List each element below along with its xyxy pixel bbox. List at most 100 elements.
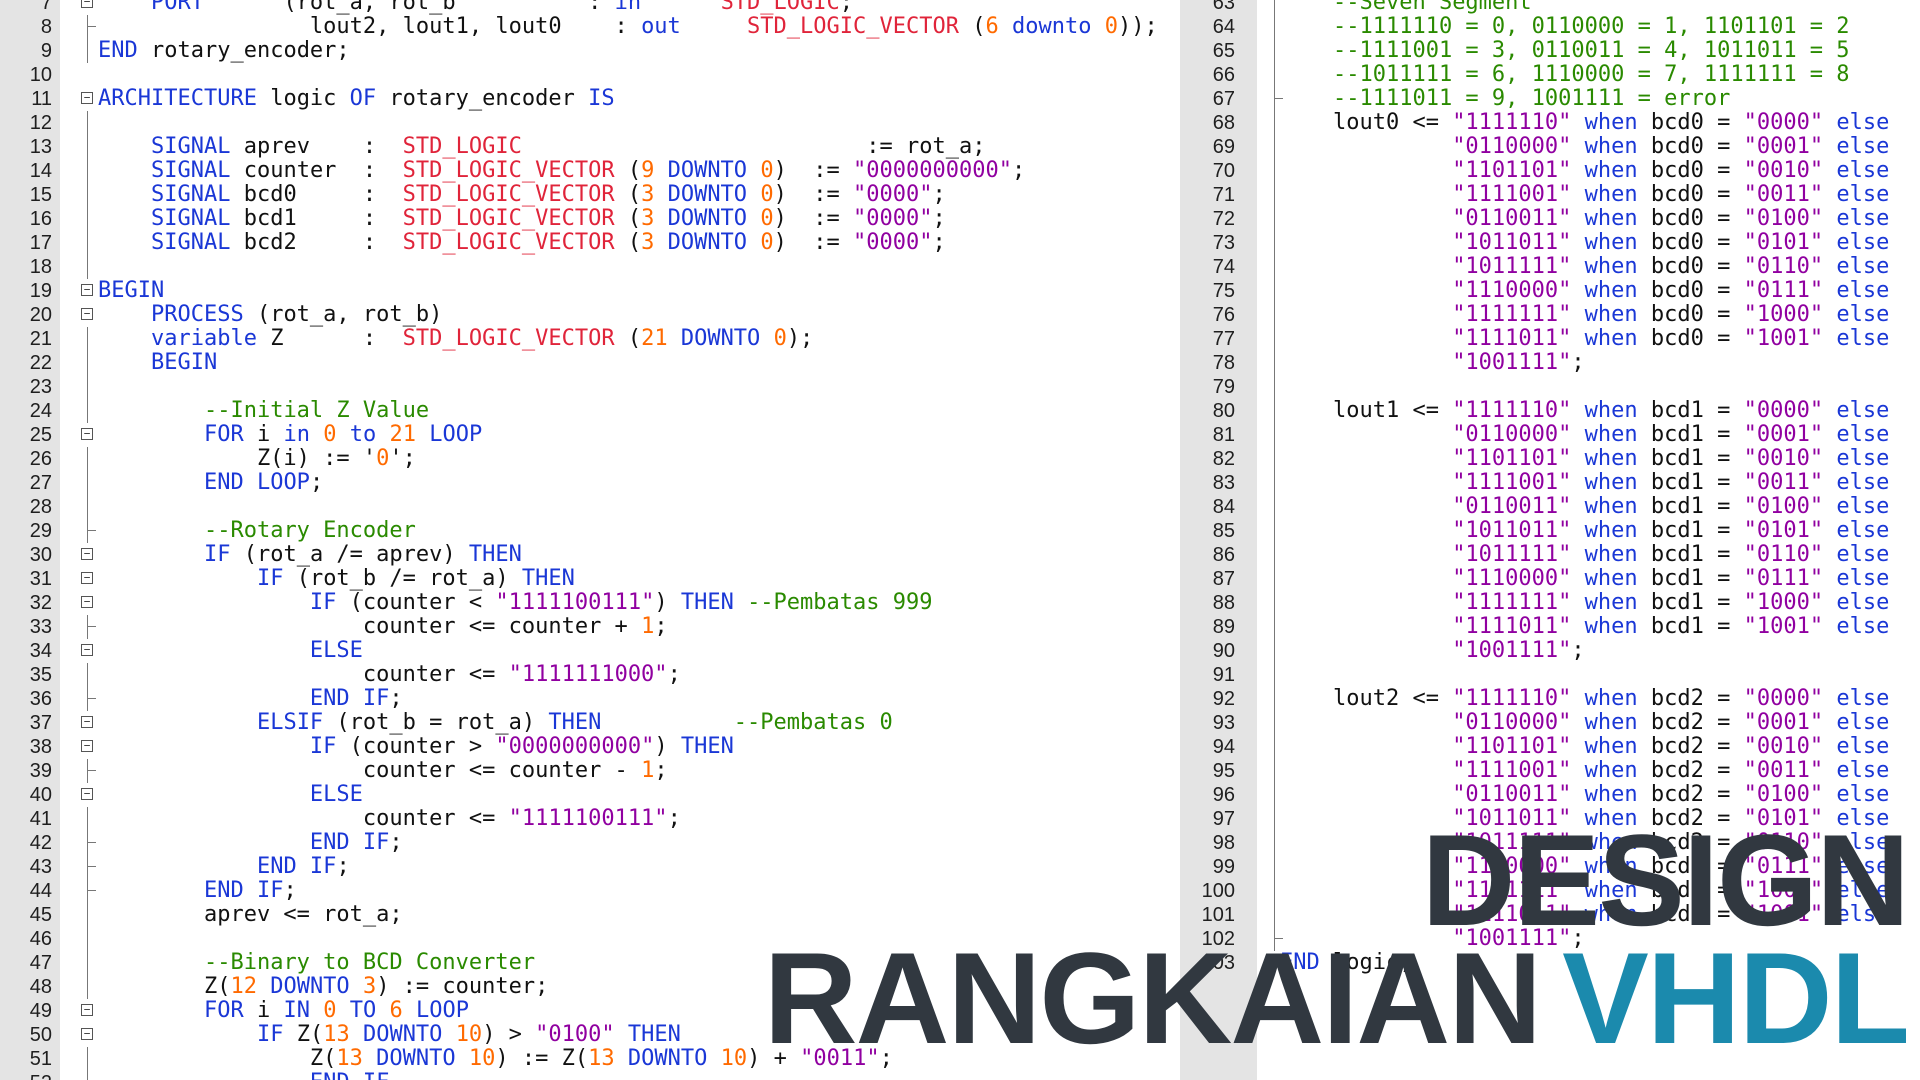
code-line[interactable]: 26 Z(i) := '0';	[0, 447, 1180, 471]
code-line[interactable]: 47 --Binary to BCD Converter	[0, 951, 1180, 975]
code-line[interactable]: 40− ELSE	[0, 783, 1180, 807]
code-line[interactable]: 49− FOR i IN 0 TO 6 LOOP	[0, 999, 1180, 1023]
code-line[interactable]: 11−ARCHITECTURE logic OF rotary_encoder …	[0, 87, 1180, 111]
code-line[interactable]: 72 "0110011" when bcd0 = "0100" else	[1180, 207, 1920, 231]
code-line[interactable]: 88 "1111111" when bcd1 = "1000" else	[1180, 591, 1920, 615]
code-line[interactable]: 67 --1111011 = 9, 1001111 = error	[1180, 87, 1920, 111]
code-line[interactable]: 74 "1011111" when bcd0 = "0110" else	[1180, 255, 1920, 279]
code-line[interactable]: 83 "1111001" when bcd1 = "0011" else	[1180, 471, 1920, 495]
code-line[interactable]: 51 Z(13 DOWNTO 10) := Z(13 DOWNTO 10) + …	[0, 1047, 1180, 1071]
code-line[interactable]: 16 SIGNAL bcd1 : STD_LOGIC_VECTOR (3 DOW…	[0, 207, 1180, 231]
code-line[interactable]: 17 SIGNAL bcd2 : STD_LOGIC_VECTOR (3 DOW…	[0, 231, 1180, 255]
code-line[interactable]: 99 "1110000" when bcd2 = "0111" else	[1180, 855, 1920, 879]
code-line[interactable]: 98 "1011111" when bcd2 = "0110" else	[1180, 831, 1920, 855]
code-line[interactable]: 8 lout2, lout1, lout0 : out STD_LOGIC_VE…	[0, 15, 1180, 39]
code-line[interactable]: 91	[1180, 663, 1920, 687]
code-line[interactable]: 27 END LOOP;	[0, 471, 1180, 495]
code-line[interactable]: 63 --Seven Segment	[1180, 0, 1920, 15]
fold-toggle-icon[interactable]: −	[81, 428, 93, 440]
code-line[interactable]: 22 BEGIN	[0, 351, 1180, 375]
code-line[interactable]: 45 aprev <= rot_a;	[0, 903, 1180, 927]
code-line[interactable]: 77 "1111011" when bcd0 = "1001" else	[1180, 327, 1920, 351]
code-line[interactable]: 12	[0, 111, 1180, 135]
code-line[interactable]: 32− IF (counter < "1111100111") THEN --P…	[0, 591, 1180, 615]
code-line[interactable]: 79	[1180, 375, 1920, 399]
code-line[interactable]: 37− ELSIF (rot_b = rot_a) THEN --Pembata…	[0, 711, 1180, 735]
code-line[interactable]: 64 --1111110 = 0, 0110000 = 1, 1101101 =…	[1180, 15, 1920, 39]
fold-toggle-icon[interactable]: −	[81, 1004, 93, 1016]
code-line[interactable]: 84 "0110011" when bcd1 = "0100" else	[1180, 495, 1920, 519]
code-line[interactable]: 39 counter <= counter - 1;	[0, 759, 1180, 783]
code-line[interactable]: 101 "1111011" when bcd2 = "1001" else	[1180, 903, 1920, 927]
code-line[interactable]: 29 --Rotary Encoder	[0, 519, 1180, 543]
code-line[interactable]: 34− ELSE	[0, 639, 1180, 663]
code-line[interactable]: 20− PROCESS (rot_a, rot_b)	[0, 303, 1180, 327]
fold-toggle-icon[interactable]: −	[81, 0, 93, 8]
code-line[interactable]: 35 counter <= "1111111000";	[0, 663, 1180, 687]
code-line[interactable]: 90 "1001111";	[1180, 639, 1920, 663]
code-line[interactable]: 89 "1111011" when bcd1 = "1001" else	[1180, 615, 1920, 639]
fold-toggle-icon[interactable]: −	[81, 716, 93, 728]
code-line[interactable]: 78 "1001111";	[1180, 351, 1920, 375]
code-line[interactable]: 93 "0110000" when bcd2 = "0001" else	[1180, 711, 1920, 735]
code-line[interactable]: 76 "1111111" when bcd0 = "1000" else	[1180, 303, 1920, 327]
code-line[interactable]: 41 counter <= "1111100111";	[0, 807, 1180, 831]
fold-toggle-icon[interactable]: −	[81, 92, 93, 104]
code-line[interactable]: 100 "1111111" when bcd2 = "1000" else	[1180, 879, 1920, 903]
code-line[interactable]: 14 SIGNAL counter : STD_LOGIC_VECTOR (9 …	[0, 159, 1180, 183]
code-line[interactable]: 10	[0, 63, 1180, 87]
code-line[interactable]: 81 "0110000" when bcd1 = "0001" else	[1180, 423, 1920, 447]
code-line[interactable]: 73 "1011011" when bcd0 = "0101" else	[1180, 231, 1920, 255]
code-line[interactable]: 75 "1110000" when bcd0 = "0111" else	[1180, 279, 1920, 303]
code-line[interactable]: 43 END IF;	[0, 855, 1180, 879]
fold-toggle-icon[interactable]: −	[81, 308, 93, 320]
code-line[interactable]: 50− IF Z(13 DOWNTO 10) > "0100" THEN	[0, 1023, 1180, 1047]
code-line[interactable]: 97 "1011011" when bcd2 = "0101" else	[1180, 807, 1920, 831]
fold-toggle-icon[interactable]: −	[81, 572, 93, 584]
code-line[interactable]: 38− IF (counter > "0000000000") THEN	[0, 735, 1180, 759]
code-line[interactable]: 85 "1011011" when bcd1 = "0101" else	[1180, 519, 1920, 543]
code-line[interactable]: 13 SIGNAL aprev : STD_LOGIC := rot_a;	[0, 135, 1180, 159]
code-line[interactable]: 7− PORT (rot_a, rot_b : in STD_LOGIC;	[0, 0, 1180, 15]
code-line[interactable]: 94 "1101101" when bcd2 = "0010" else	[1180, 735, 1920, 759]
fold-toggle-icon[interactable]: −	[81, 596, 93, 608]
code-line[interactable]: 25− FOR i in 0 to 21 LOOP	[0, 423, 1180, 447]
code-line[interactable]: 65 --1111001 = 3, 0110011 = 4, 1011011 =…	[1180, 39, 1920, 63]
code-line[interactable]: 96 "0110011" when bcd2 = "0100" else	[1180, 783, 1920, 807]
code-line[interactable]: 71 "1111001" when bcd0 = "0011" else	[1180, 183, 1920, 207]
fold-toggle-icon[interactable]: −	[81, 1028, 93, 1040]
code-line[interactable]: 66 --1011111 = 6, 1110000 = 7, 1111111 =…	[1180, 63, 1920, 87]
code-line[interactable]: 30− IF (rot_a /= aprev) THEN	[0, 543, 1180, 567]
code-line[interactable]: 80 lout1 <= "1111110" when bcd1 = "0000"…	[1180, 399, 1920, 423]
code-line[interactable]: 23	[0, 375, 1180, 399]
code-line[interactable]: 46	[0, 927, 1180, 951]
fold-toggle-icon[interactable]: −	[81, 644, 93, 656]
code-line[interactable]: 18	[0, 255, 1180, 279]
code-line[interactable]: 19−BEGIN	[0, 279, 1180, 303]
fold-toggle-icon[interactable]: −	[81, 284, 93, 296]
code-line[interactable]: 31− IF (rot_b /= rot_a) THEN	[0, 567, 1180, 591]
code-line[interactable]: 48 Z(12 DOWNTO 3) := counter;	[0, 975, 1180, 999]
code-line[interactable]: 36 END IF;	[0, 687, 1180, 711]
fold-toggle-icon[interactable]: −	[81, 548, 93, 560]
code-line[interactable]: 87 "1110000" when bcd1 = "0111" else	[1180, 567, 1920, 591]
code-line[interactable]: 42 END IF;	[0, 831, 1180, 855]
code-line[interactable]: 24 --Initial Z Value	[0, 399, 1180, 423]
code-line[interactable]: 82 "1101101" when bcd1 = "0010" else	[1180, 447, 1920, 471]
code-line[interactable]: 69 "0110000" when bcd0 = "0001" else	[1180, 135, 1920, 159]
fold-toggle-icon[interactable]: −	[81, 788, 93, 800]
code-line[interactable]: 92 lout2 <= "1111110" when bcd2 = "0000"…	[1180, 687, 1920, 711]
code-line[interactable]: 33 counter <= counter + 1;	[0, 615, 1180, 639]
code-line[interactable]: 86 "1011111" when bcd1 = "0110" else	[1180, 543, 1920, 567]
code-line[interactable]: 15 SIGNAL bcd0 : STD_LOGIC_VECTOR (3 DOW…	[0, 183, 1180, 207]
code-line[interactable]: 70 "1101101" when bcd0 = "0010" else	[1180, 159, 1920, 183]
code-line[interactable]: 44 END IF;	[0, 879, 1180, 903]
code-line[interactable]: 21 variable Z : STD_LOGIC_VECTOR (21 DOW…	[0, 327, 1180, 351]
code-editor-left-pane[interactable]: 7− PORT (rot_a, rot_b : in STD_LOGIC;8 l…	[0, 0, 1180, 1080]
code-line[interactable]: 28	[0, 495, 1180, 519]
code-line[interactable]: 68 lout0 <= "1111110" when bcd0 = "0000"…	[1180, 111, 1920, 135]
fold-toggle-icon[interactable]: −	[81, 740, 93, 752]
